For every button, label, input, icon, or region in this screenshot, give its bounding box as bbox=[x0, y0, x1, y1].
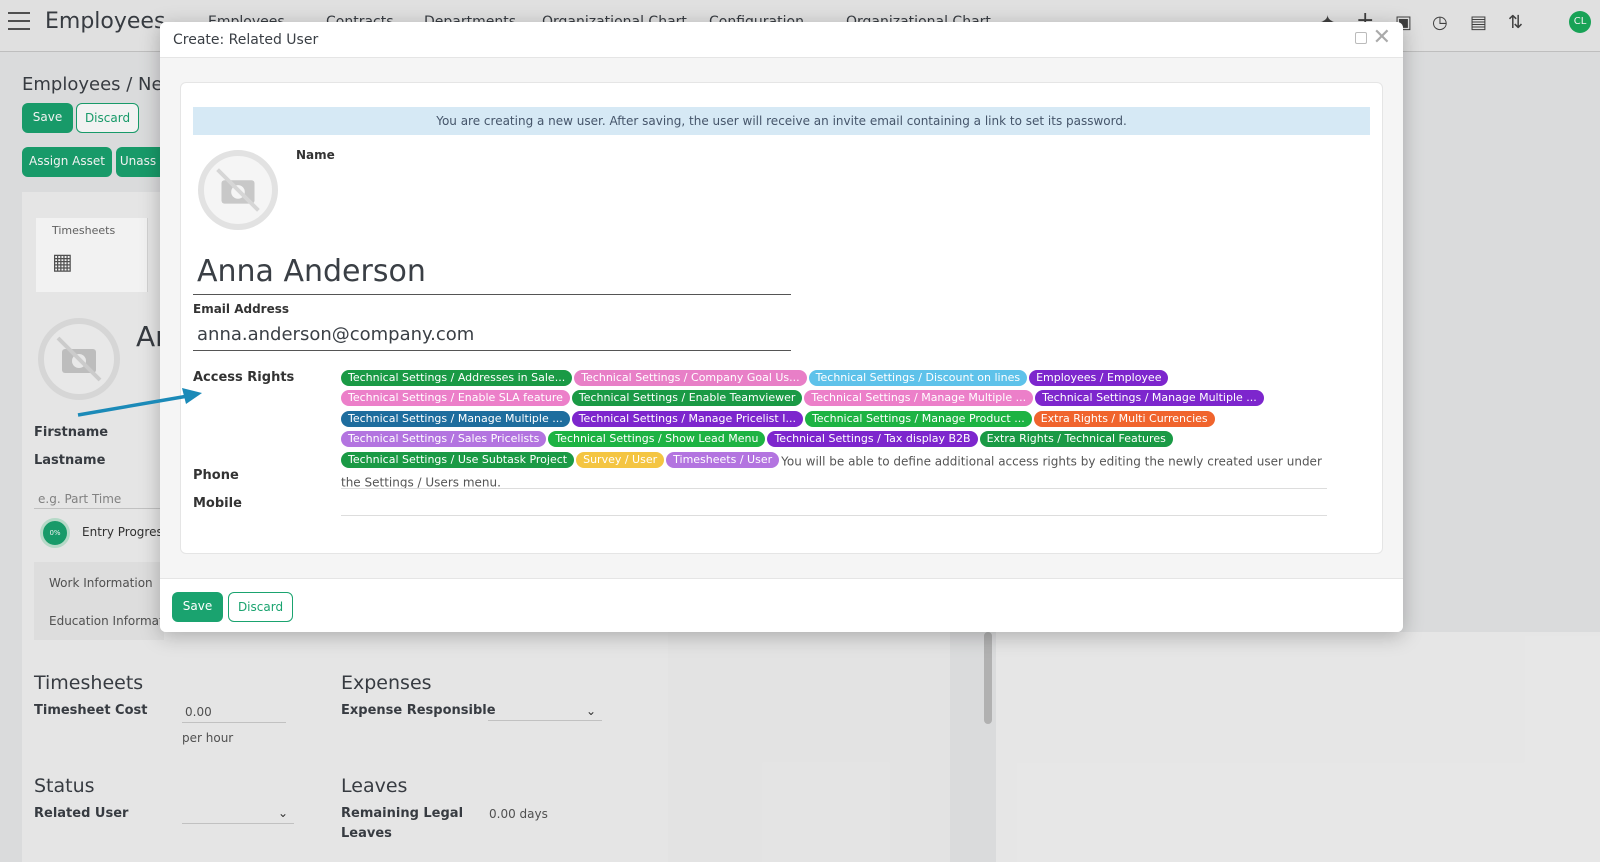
settings-sliders-icon[interactable]: ⇅ bbox=[1508, 12, 1524, 33]
breadcrumb: Employees / New bbox=[22, 74, 178, 95]
phone-label: Phone bbox=[193, 468, 239, 483]
related-user-label: Related User bbox=[34, 806, 129, 821]
hamburger-menu-icon[interactable] bbox=[8, 12, 30, 30]
bg-discard-button[interactable]: Discard bbox=[76, 103, 139, 133]
tab-education-information[interactable]: Education Informatio bbox=[49, 614, 175, 628]
timesheet-cost-underline bbox=[182, 722, 286, 723]
calendar-icon: ▦ bbox=[52, 250, 73, 275]
remaining-leaves-label: Remaining Legal bbox=[341, 806, 464, 821]
save-button[interactable]: Save bbox=[172, 592, 223, 622]
access-right-tag[interactable]: Technical Settings / Tax display B2B bbox=[767, 431, 978, 447]
access-rights-note: You will be able to define additional ac… bbox=[341, 454, 1322, 490]
access-right-tag[interactable]: Technical Settings / Addresses in Sale..… bbox=[341, 369, 573, 386]
access-right-tag[interactable]: Technical Settings / Enable SLA feature bbox=[341, 390, 570, 406]
timesheet-cost-label: Timesheet Cost bbox=[34, 703, 148, 718]
assign-asset-button[interactable]: Assign Asset bbox=[22, 147, 112, 177]
user-avatar[interactable]: CL bbox=[1569, 11, 1591, 33]
timesheets-stat-button[interactable]: Timesheets ▦ bbox=[36, 218, 148, 292]
timesheets-section-title: Timesheets bbox=[34, 672, 144, 694]
chevron-down-icon[interactable]: ⌄ bbox=[586, 704, 597, 718]
access-right-tag[interactable]: Technical Settings / Use Subtask Project bbox=[341, 451, 575, 468]
access-right-tag[interactable]: Technical Settings / Company Goal Us... bbox=[574, 369, 807, 386]
lastname-label: Lastname bbox=[34, 453, 106, 468]
right-panel bbox=[996, 632, 1600, 862]
access-right-tag[interactable]: Timesheets / User bbox=[666, 451, 780, 468]
name-input[interactable]: Anna Anderson bbox=[193, 253, 791, 295]
access-right-tag[interactable]: Survey / User bbox=[576, 451, 665, 468]
access-right-tag[interactable]: Technical Settings / Manage Multiple ... bbox=[804, 390, 1034, 406]
modal-footer: Save Discard bbox=[160, 578, 1403, 632]
access-right-tag[interactable]: Technical Settings / Discount on lines bbox=[808, 369, 1028, 386]
tab-work-information[interactable]: Work Information bbox=[49, 576, 153, 590]
discard-button[interactable]: Discard bbox=[228, 592, 293, 622]
stat-label: Timesheets bbox=[52, 224, 116, 237]
per-hour-label: per hour bbox=[182, 731, 234, 745]
access-right-tag[interactable]: Technical Settings / Manage Multiple ... bbox=[1035, 390, 1264, 406]
remaining-leaves-label-2: Leaves bbox=[341, 826, 392, 841]
timesheet-cost-input[interactable]: 0.00 bbox=[185, 705, 212, 719]
access-right-tag[interactable]: Technical Settings / Manage Pricelist I.… bbox=[571, 410, 803, 427]
access-right-tag[interactable]: Extra Rights / Technical Features bbox=[979, 431, 1173, 447]
related-user-select[interactable] bbox=[182, 823, 294, 824]
entry-progress-label: Entry Progress bbox=[82, 525, 169, 539]
email-input[interactable]: anna.anderson@company.com bbox=[193, 321, 791, 351]
entry-progress-gauge: 0% bbox=[40, 518, 70, 548]
annotation-arrow-icon bbox=[77, 388, 202, 417]
modal-title: Create: Related User bbox=[173, 32, 319, 48]
camera-off-icon bbox=[216, 168, 260, 212]
access-rights-label: Access Rights bbox=[193, 370, 295, 385]
chevron-down-icon[interactable]: ⌄ bbox=[278, 806, 289, 820]
create-related-user-dialog: Create: Related User ✕ You are creating … bbox=[160, 22, 1403, 632]
mobile-input[interactable] bbox=[341, 515, 1327, 516]
firstname-label: Firstname bbox=[34, 425, 109, 440]
app-title: Employees bbox=[45, 9, 166, 34]
camera-off-icon bbox=[56, 336, 102, 382]
expenses-section-title: Expenses bbox=[341, 672, 432, 694]
job-type-underline bbox=[34, 508, 162, 509]
access-right-tag[interactable]: Technical Settings / Enable Teamviewer bbox=[571, 390, 803, 406]
status-section-title: Status bbox=[34, 775, 95, 797]
access-right-tag[interactable]: Technical Settings / Show Lead Menu bbox=[548, 431, 766, 447]
user-photo[interactable] bbox=[198, 150, 278, 230]
bg-save-button[interactable]: Save bbox=[22, 103, 73, 133]
remaining-leaves-value: 0.00 days bbox=[489, 807, 548, 821]
close-icon[interactable]: ✕ bbox=[1372, 25, 1391, 50]
info-alert: You are creating a new user. After savin… bbox=[193, 107, 1370, 135]
form-sheet: You are creating a new user. After savin… bbox=[180, 82, 1383, 554]
unassign-button[interactable]: Unass bbox=[116, 147, 160, 177]
expense-responsible-label: Expense Responsible bbox=[341, 703, 496, 718]
leaves-section-title: Leaves bbox=[341, 775, 408, 797]
name-label: Name bbox=[296, 148, 335, 162]
side-tabs bbox=[34, 562, 164, 640]
access-right-tag[interactable]: Technical Settings / Manage Product ... bbox=[804, 410, 1032, 427]
access-right-tag[interactable]: Extra Rights / Multi Currencies bbox=[1033, 410, 1215, 427]
chatter-panel bbox=[668, 632, 950, 862]
access-right-tag[interactable]: Technical Settings / Manage Multiple ... bbox=[341, 410, 570, 427]
employee-photo[interactable] bbox=[38, 318, 120, 400]
modal-header: Create: Related User ✕ bbox=[160, 22, 1403, 58]
expand-icon[interactable] bbox=[1355, 32, 1367, 44]
phone-input[interactable] bbox=[341, 488, 1327, 489]
scrollbar[interactable] bbox=[984, 632, 992, 724]
access-right-tag[interactable]: Technical Settings / Sales Pricelists bbox=[341, 431, 547, 447]
clock-icon[interactable]: ◷ bbox=[1432, 12, 1448, 33]
email-label: Email Address bbox=[193, 302, 290, 316]
mobile-label: Mobile bbox=[193, 496, 242, 511]
expense-responsible-select[interactable] bbox=[488, 720, 602, 721]
access-right-tag[interactable]: Employees / Employee bbox=[1029, 369, 1169, 386]
chat-icon[interactable]: ▤ bbox=[1470, 12, 1488, 33]
job-type-placeholder[interactable]: e.g. Part Time bbox=[38, 492, 122, 506]
access-rights-tags: Technical Settings / Addresses in Sale..… bbox=[341, 369, 1331, 492]
